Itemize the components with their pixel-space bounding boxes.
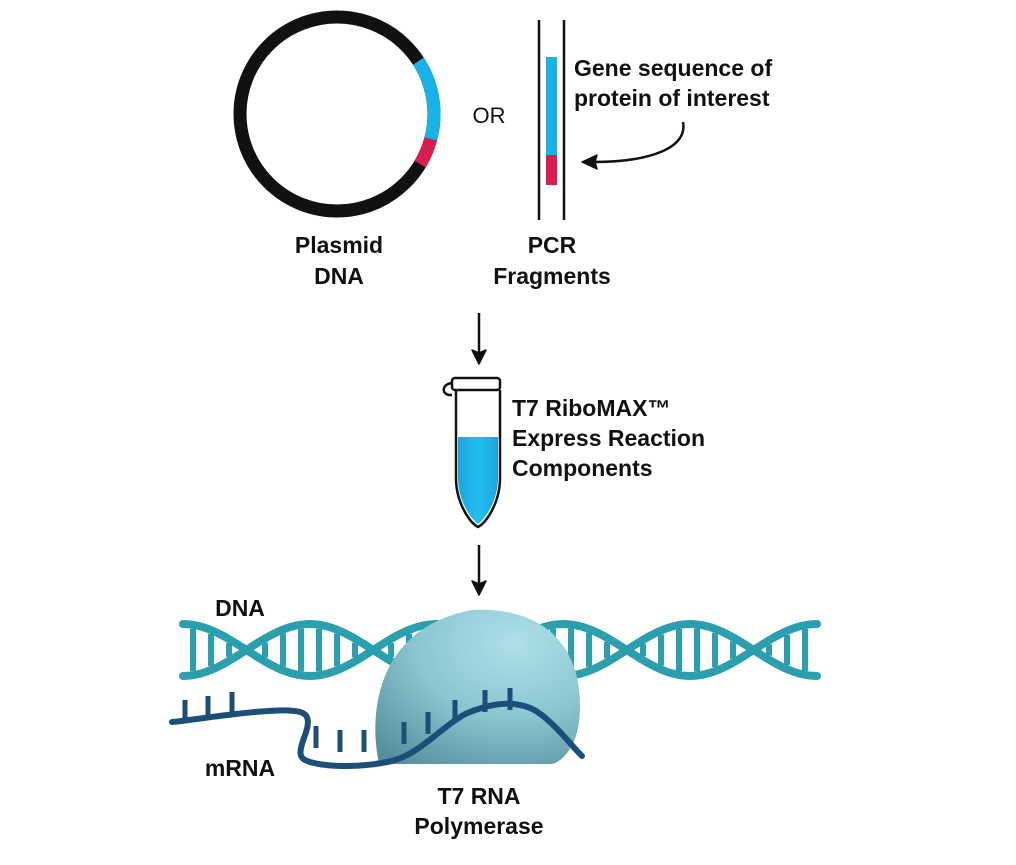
plasmid-label-line1: Plasmid: [295, 232, 383, 258]
tube-cap-hinge: [442, 381, 453, 397]
tube-liquid: [458, 437, 498, 524]
mrna-strand: [169, 688, 585, 769]
pcr-promoter-segment: [546, 155, 557, 185]
gene-callout-line2: protein of interest: [574, 85, 770, 111]
tube-label-line1: T7 RiboMAX™: [512, 395, 670, 421]
callout-arrow: [581, 121, 685, 170]
tube-label-line3: Components: [512, 455, 653, 481]
tube-body: [454, 390, 502, 529]
polymerase-label-line1: T7 RNA: [437, 783, 520, 809]
pcr-fragment: [537, 20, 566, 220]
gene-callout-line1: Gene sequence of: [574, 55, 772, 81]
pcr-gene-segment: [546, 57, 557, 155]
plasmid-promoter-segment: [414, 137, 437, 168]
dna-label: DNA: [215, 595, 265, 621]
plasmid-backbone: [233, 10, 441, 218]
tube-label-line2: Express Reaction: [512, 425, 705, 451]
plasmid-dna: [233, 10, 441, 218]
plasmid-label-line2: DNA: [314, 263, 364, 289]
pcr-label-line1: PCR: [528, 232, 577, 258]
down-arrow-2: [471, 545, 487, 596]
polymerase-label-line2: Polymerase: [414, 813, 543, 839]
down-arrow-1: [471, 313, 487, 365]
mrna-backbone: [169, 700, 585, 769]
tube-cap: [450, 376, 502, 392]
plasmid-gene-segment: [412, 57, 441, 141]
pcr-label-line2: Fragments: [493, 263, 611, 289]
mrna-label: mRNA: [205, 755, 275, 781]
reaction-tube-icon: [442, 376, 502, 529]
or-separator: OR: [473, 103, 506, 128]
